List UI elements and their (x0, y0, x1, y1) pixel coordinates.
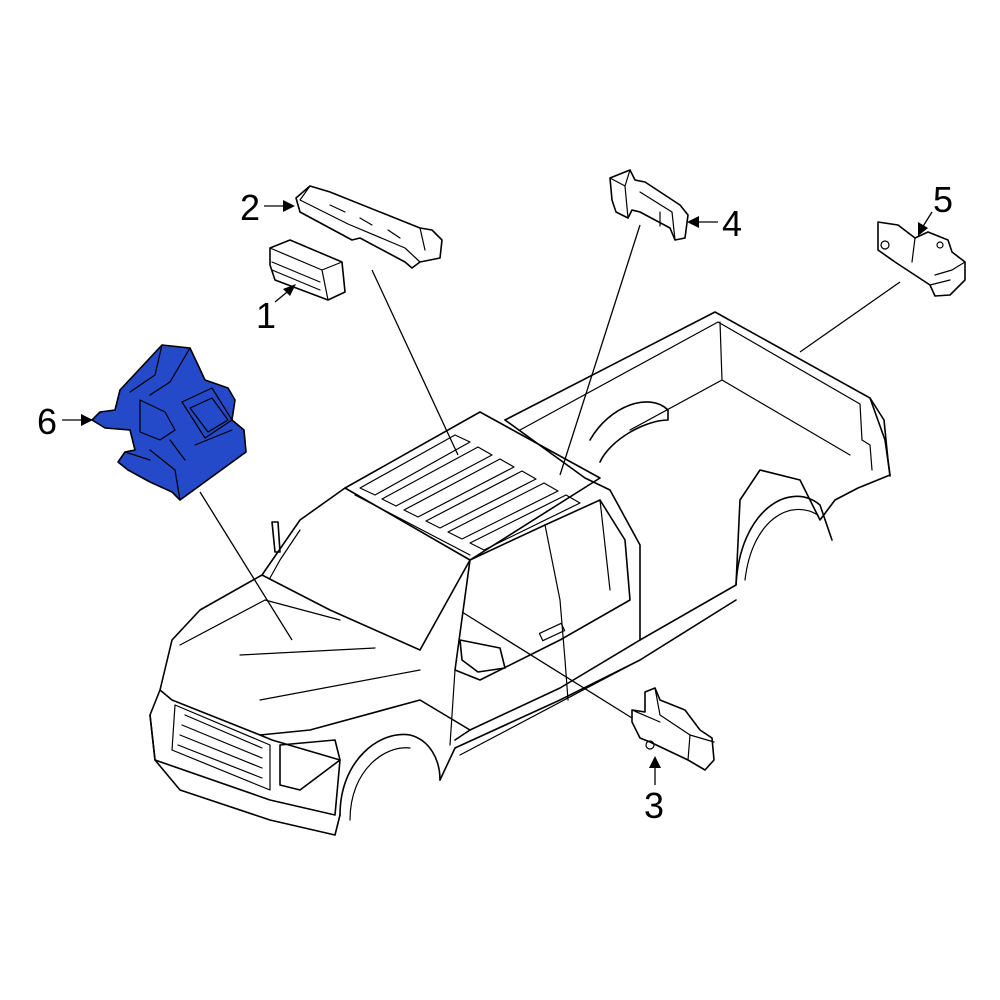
callout-1[interactable]: 1 (256, 295, 276, 336)
callout-4[interactable]: 4 (722, 203, 742, 244)
part-2[interactable] (295, 185, 443, 269)
callout-6[interactable]: 6 (37, 401, 57, 442)
part-6-module-highlighted[interactable] (91, 344, 247, 501)
leader-lines (199, 224, 901, 719)
part-4[interactable] (609, 169, 689, 241)
part-1[interactable] (269, 239, 346, 301)
callout-5[interactable]: 5 (933, 179, 953, 220)
pickup-truck-illustration (149, 311, 891, 836)
callout-numbers: 1 2 3 4 5 6 (37, 179, 953, 826)
callout-arrows (62, 200, 933, 785)
callout-3[interactable]: 3 (644, 785, 664, 826)
part-5[interactable] (877, 221, 966, 297)
callout-2[interactable]: 2 (240, 187, 260, 228)
part-3[interactable] (631, 687, 715, 771)
